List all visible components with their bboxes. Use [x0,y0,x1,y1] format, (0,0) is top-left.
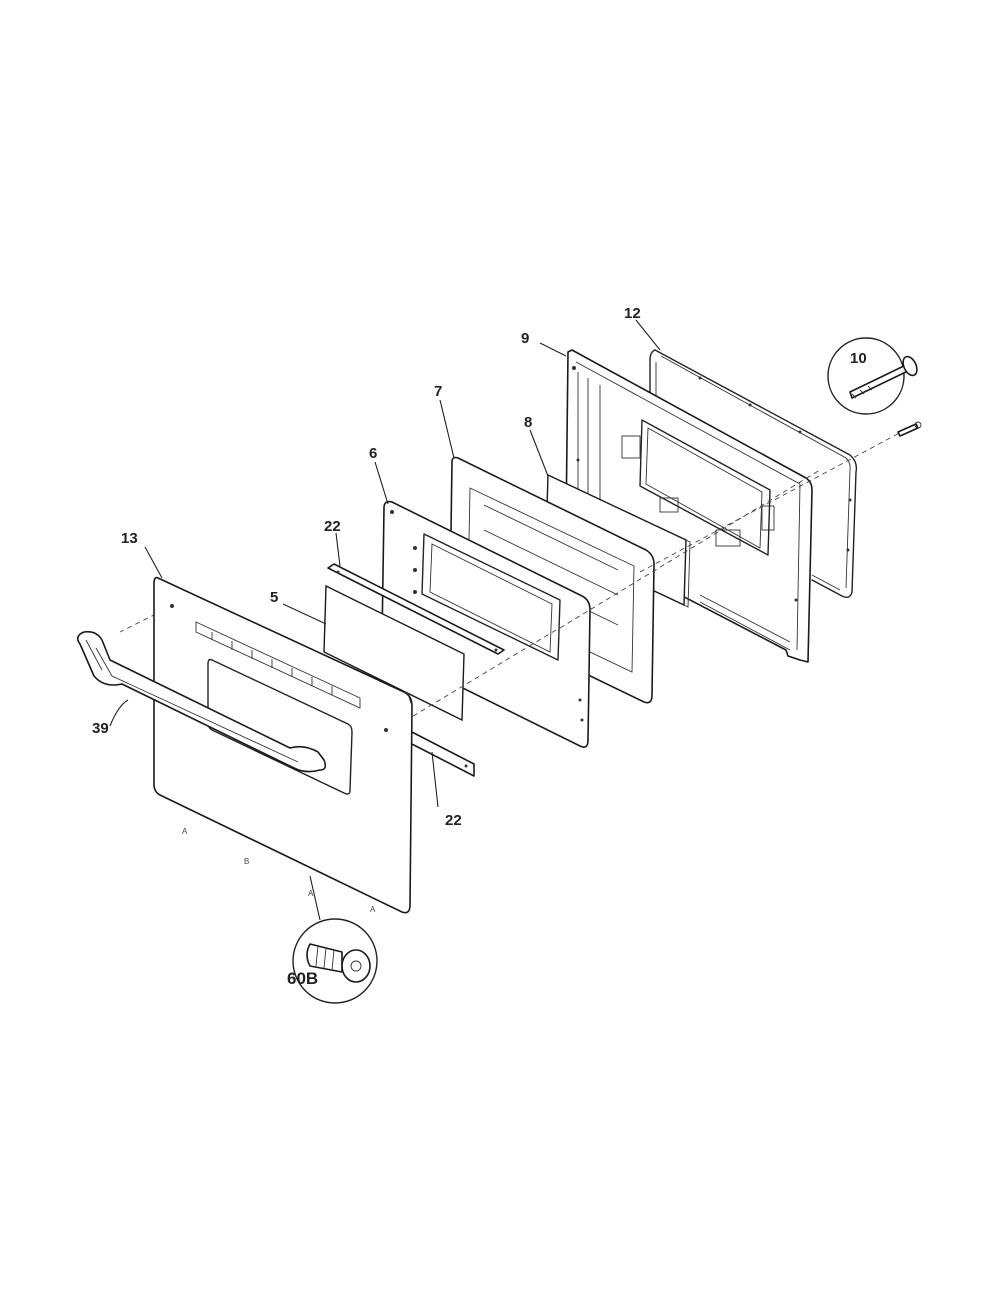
callout-39: 39 [92,720,109,737]
part-60b-detail [292,875,378,1004]
callout-5: 5 [270,589,278,606]
callout-10: 10 [850,350,867,367]
leader-lines [109,319,661,808]
callout-labels: 13 39 5 22 22 6 7 8 9 12 10 60B [92,305,867,988]
callout-9: 9 [521,330,529,347]
callout-7: 7 [434,383,442,400]
part-5-outer-glass [323,584,465,722]
part-39-door-handle [76,630,327,773]
vent-slots [195,621,361,709]
callout-13: 13 [121,530,138,547]
part-10-detail [827,337,922,437]
callout-22-top: 22 [324,518,341,535]
panel-mark-1: A [182,827,188,836]
callout-12: 12 [624,305,641,322]
panel-mark-4: A [370,905,376,914]
panel-mark-3: A [308,889,314,898]
part-22-top-retainer [327,563,505,655]
callout-8: 8 [524,414,532,431]
callout-22-bottom: 22 [445,812,462,829]
part-9-inner-door-liner [565,349,813,663]
callout-6: 6 [369,445,377,462]
panel-mark-2: B [244,857,249,866]
part-22-bottom-retainer [407,729,475,777]
callout-60b: 60B [287,969,318,988]
part-12-gasket-frame [649,349,858,599]
